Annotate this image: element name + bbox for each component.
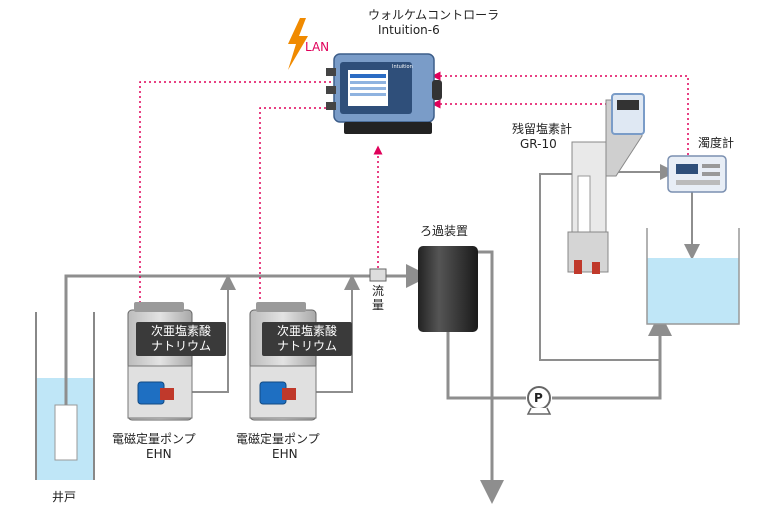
circulation-pump-label: P — [534, 391, 543, 405]
pump-2-model: EHN — [272, 447, 298, 461]
turbidity-meter-device — [667, 155, 727, 193]
water-tank — [646, 228, 740, 325]
flow-label-1: 流 — [372, 284, 385, 298]
circulation-pump-symbol — [526, 386, 552, 415]
pump-1-name: 電磁定量ポンプ — [112, 432, 196, 446]
pump-2-chemical-line2: ナトリウム — [276, 339, 337, 353]
controller-name: ウォルケムコントローラ — [368, 8, 500, 22]
dosing-pump-1 — [127, 302, 193, 421]
pump-1-chemical-line2: ナトリウム — [150, 339, 211, 353]
controller-device: Intuition — [326, 53, 442, 134]
piping — [64, 164, 700, 504]
lightning-icon — [288, 18, 308, 70]
dosing-pump-2 — [249, 302, 317, 421]
turbidity-meter-name: 濁度計 — [698, 136, 735, 150]
pump-2-name: 電磁定量ポンプ — [236, 432, 320, 446]
pump-2-chemical-tag: 次亜塩素酸 ナトリウム — [262, 322, 352, 356]
pump-1-chemical-tag: 次亜塩素酸 ナトリウム — [136, 322, 226, 356]
chlorine-meter-name: 残留塩素計 — [512, 122, 573, 136]
controller-model: Intuition-6 — [378, 23, 440, 37]
pump-1-chemical-line1: 次亜塩素酸 — [150, 324, 211, 338]
well-name: 井戸 — [52, 490, 77, 504]
chlorine-meter-device — [567, 93, 645, 274]
chlorine-meter-model: GR-10 — [520, 137, 557, 151]
well-pump — [54, 404, 78, 461]
signal-lines — [135, 71, 689, 385]
pump-2-chemical-line1: 次亜塩素酸 — [276, 324, 337, 338]
flow-meter — [369, 268, 387, 282]
flow-label-2: 量 — [372, 298, 385, 312]
pump-1-model: EHN — [146, 447, 172, 461]
svg-text:Intuition: Intuition — [392, 64, 413, 70]
filter-name: ろ過装置 — [420, 224, 469, 238]
lan-label: LAN — [305, 40, 330, 54]
filter-tank — [418, 246, 478, 332]
